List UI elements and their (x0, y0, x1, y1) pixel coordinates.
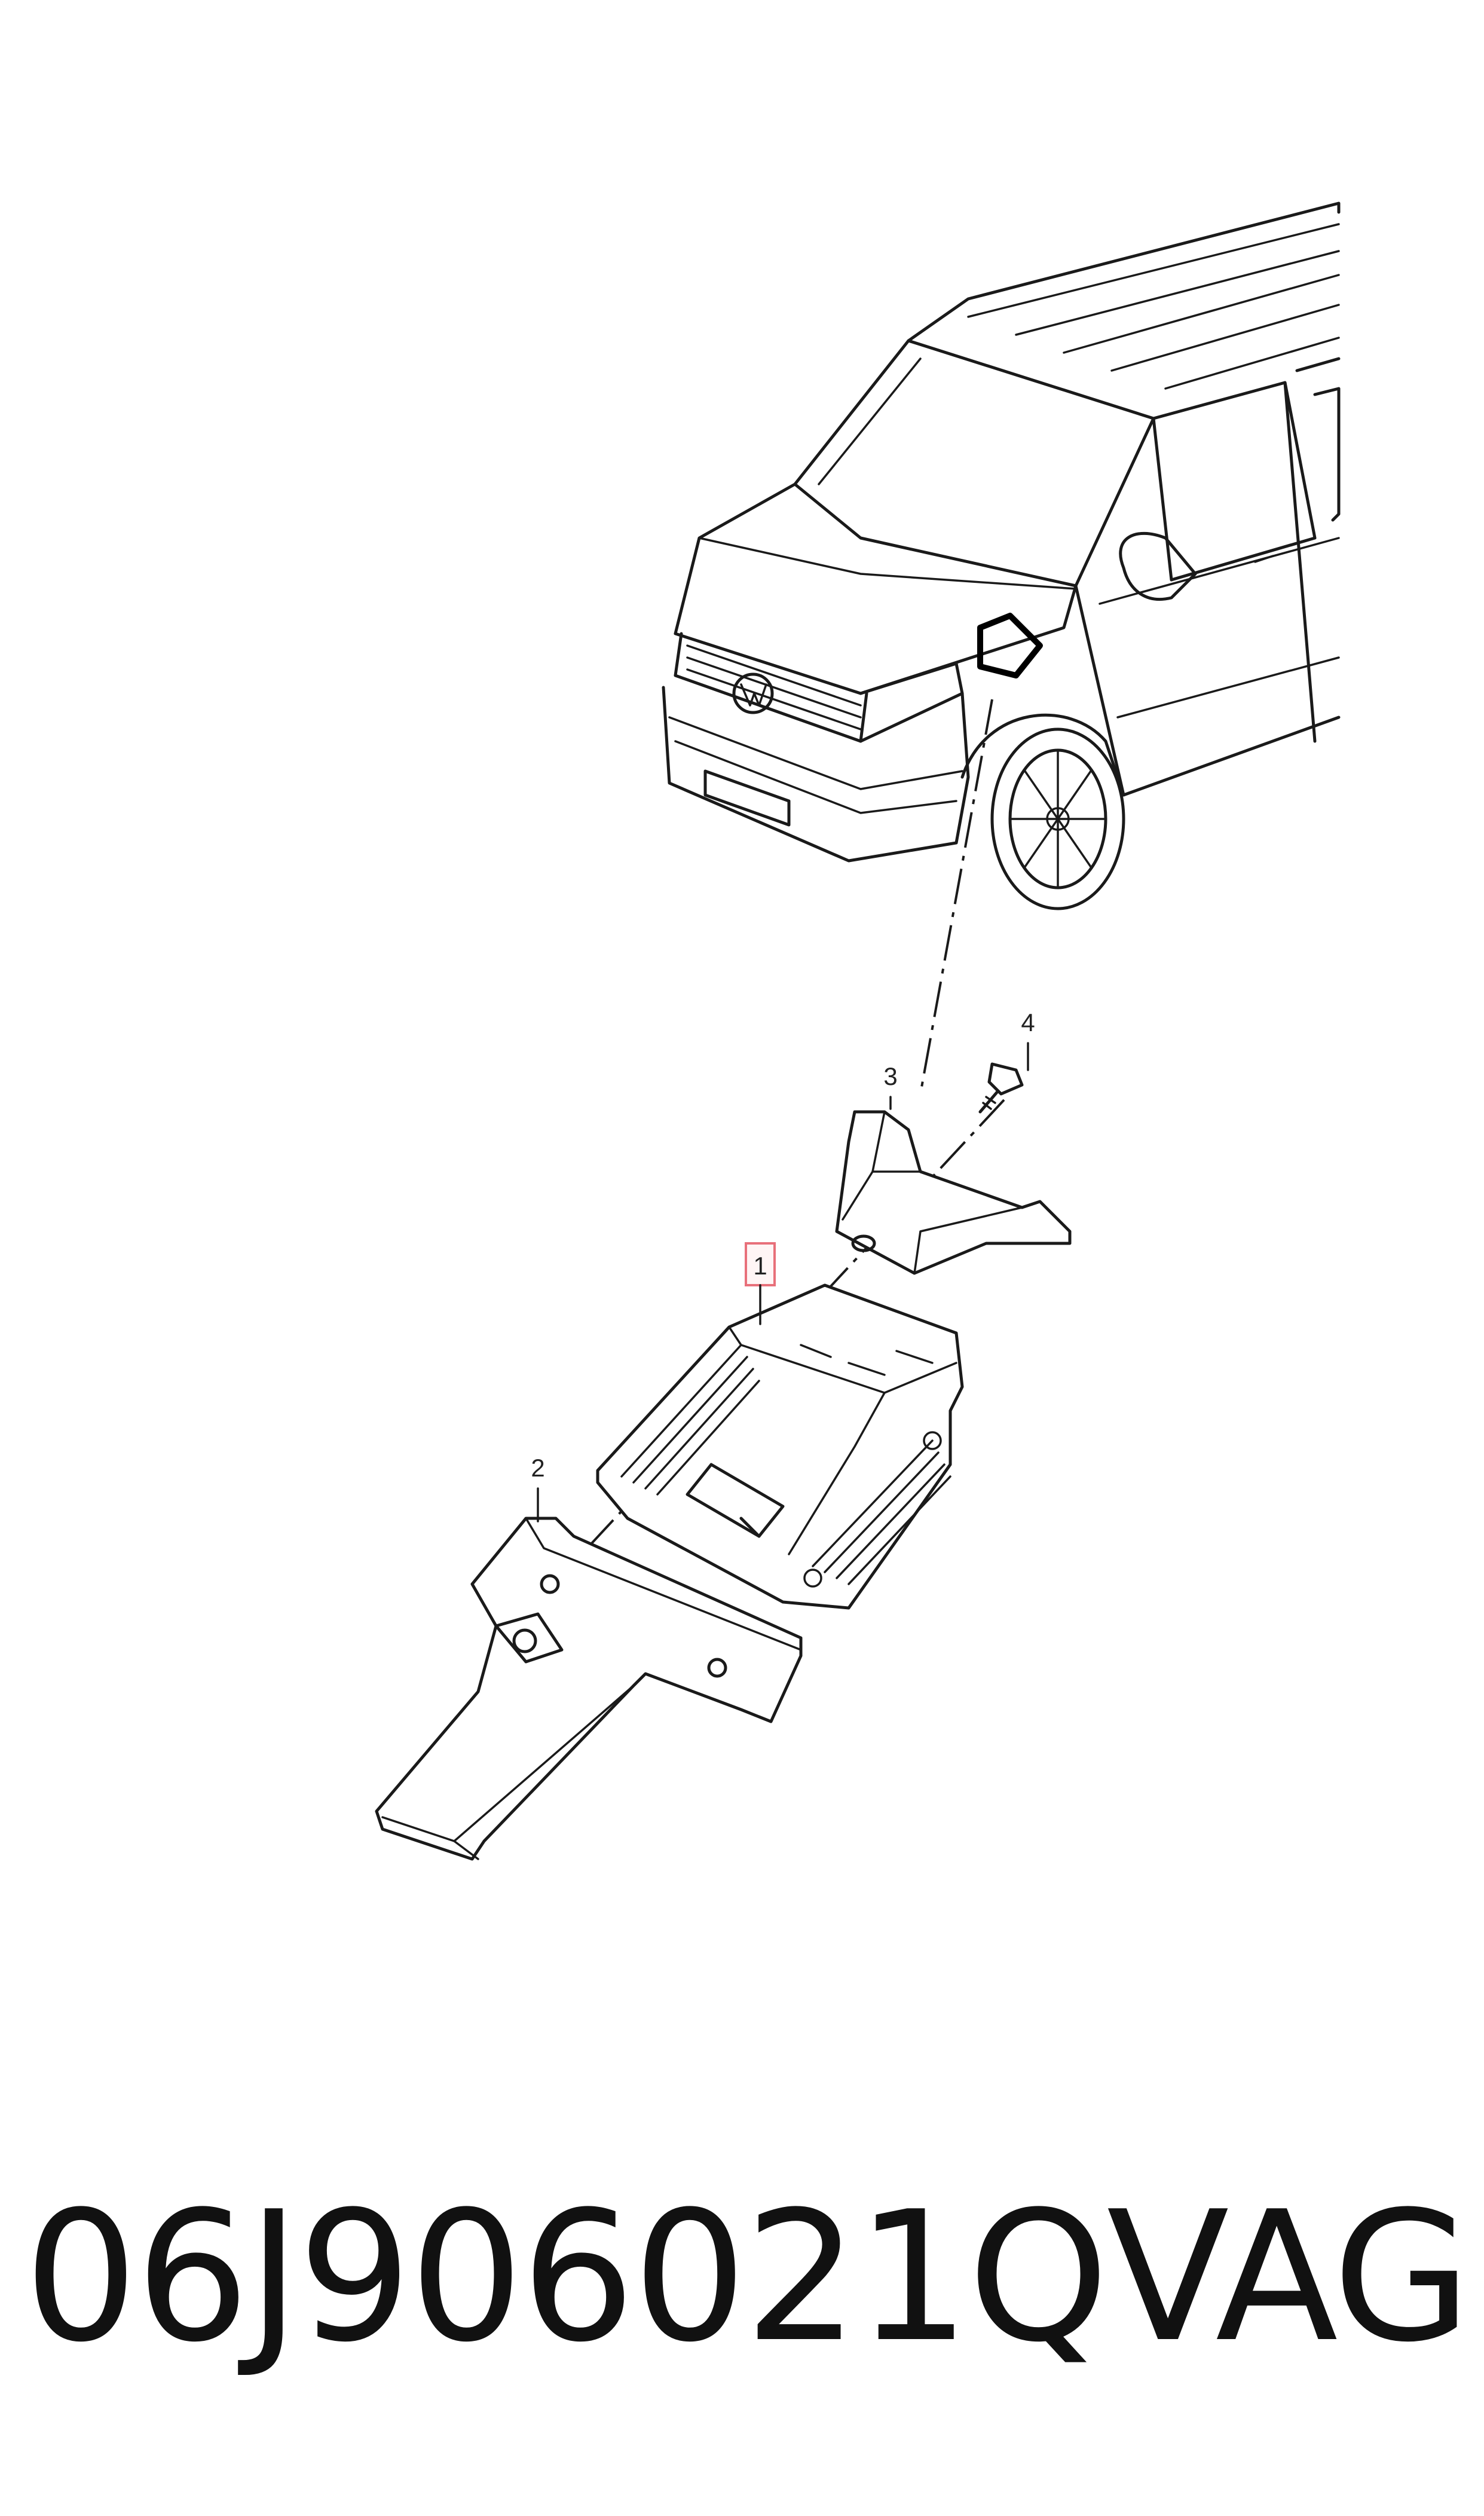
svg-text:1: 1 (753, 1252, 767, 1280)
part-number: 06J906021Q (24, 2173, 1109, 2382)
part-4-screw (978, 1062, 1024, 1114)
callout-1[interactable]: 1 (745, 1242, 776, 1325)
brand-label: VAG (1106, 2173, 1471, 2382)
part-1-control-unit (596, 1283, 964, 1610)
installation-line-van (919, 699, 993, 1095)
callout-3[interactable]: 3 (883, 1062, 898, 1110)
footer: 06J906021Q VAG (24, 2152, 1471, 2403)
parts-diagram: 1 2 3 4 (375, 201, 1341, 1861)
svg-text:3: 3 (883, 1062, 897, 1090)
part-3-bracket (835, 1110, 1072, 1275)
van-illustration (662, 201, 1341, 910)
callout-4[interactable]: 4 (1021, 1008, 1035, 1071)
part-2-mounting-plate (375, 1517, 803, 1861)
svg-text:4: 4 (1021, 1008, 1035, 1037)
svg-text:2: 2 (531, 1454, 544, 1482)
callout-2[interactable]: 2 (531, 1454, 545, 1523)
